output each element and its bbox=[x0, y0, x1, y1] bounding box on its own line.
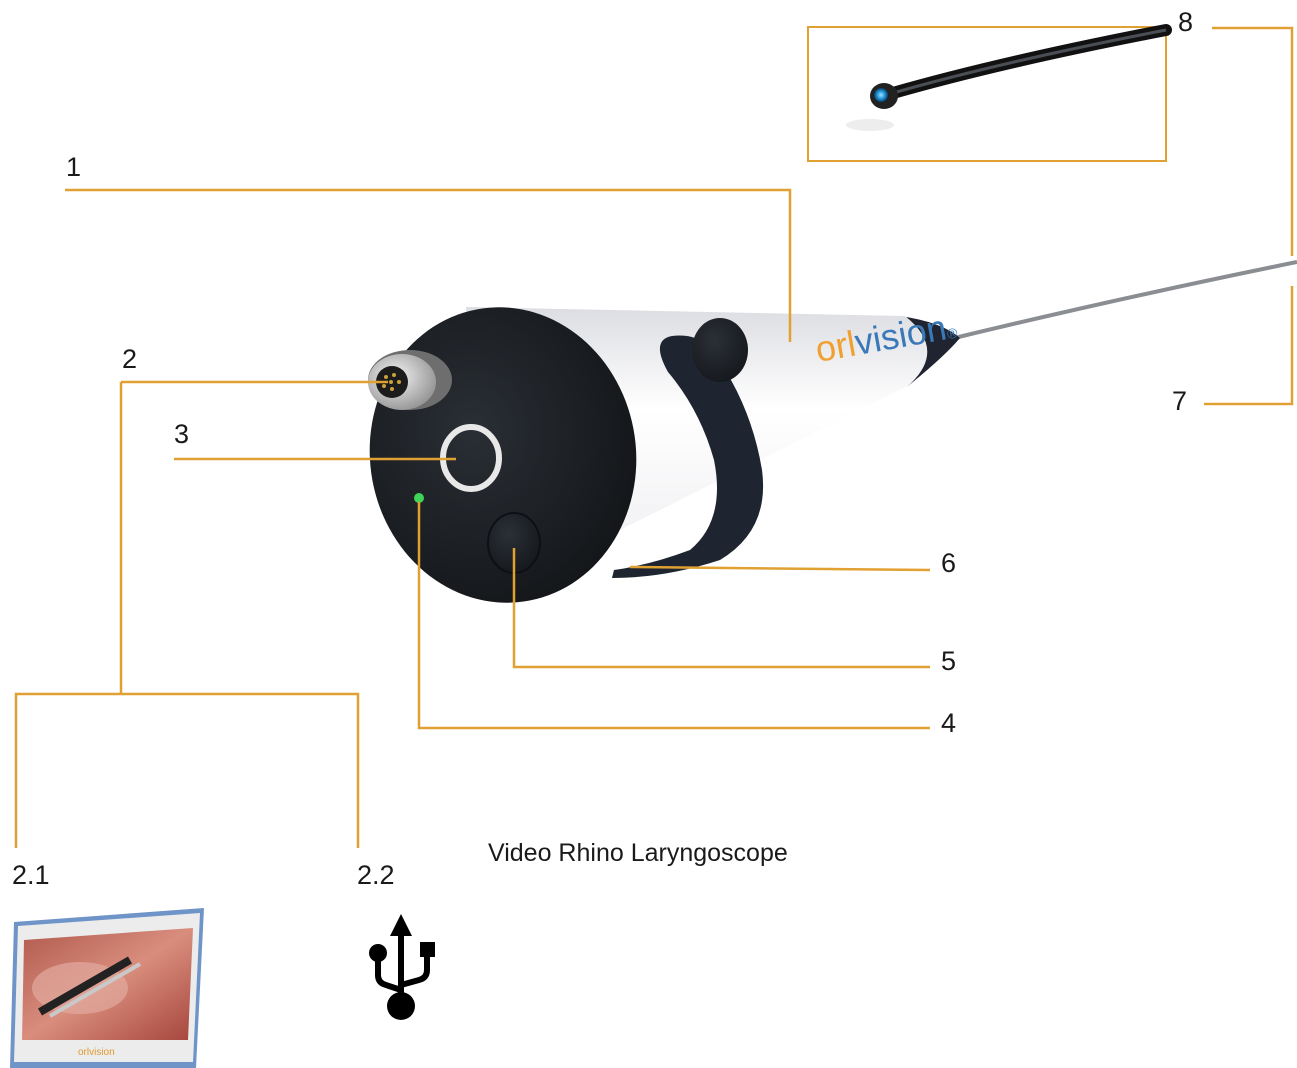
scope-handle: orlvision® bbox=[351, 262, 1297, 620]
callout-2-1: 2.1 bbox=[12, 862, 50, 889]
diagram-caption: Video Rhino Laryngoscope bbox=[488, 839, 788, 868]
side-button bbox=[692, 318, 748, 382]
callout-4: 4 bbox=[941, 710, 956, 737]
callout-6: 6 bbox=[941, 550, 956, 577]
status-led bbox=[414, 493, 424, 503]
scope-tip-inset bbox=[808, 27, 1166, 161]
leader-2-split bbox=[16, 694, 358, 848]
leader-7 bbox=[1204, 286, 1292, 404]
callout-2-2: 2.2 bbox=[357, 862, 395, 889]
leader-8 bbox=[1212, 28, 1292, 256]
callout-7: 7 bbox=[1172, 388, 1187, 415]
insertion-tube bbox=[938, 262, 1297, 342]
callout-5: 5 bbox=[941, 648, 956, 675]
callout-8: 8 bbox=[1178, 9, 1193, 36]
callout-1: 1 bbox=[66, 154, 81, 181]
callout-3: 3 bbox=[174, 421, 189, 448]
connector bbox=[368, 350, 452, 410]
callout-2: 2 bbox=[122, 346, 137, 373]
monitor-brand: orlvision bbox=[78, 1047, 115, 1058]
monitor-image: orlvision bbox=[10, 908, 204, 1068]
usb-icon bbox=[369, 914, 435, 1020]
